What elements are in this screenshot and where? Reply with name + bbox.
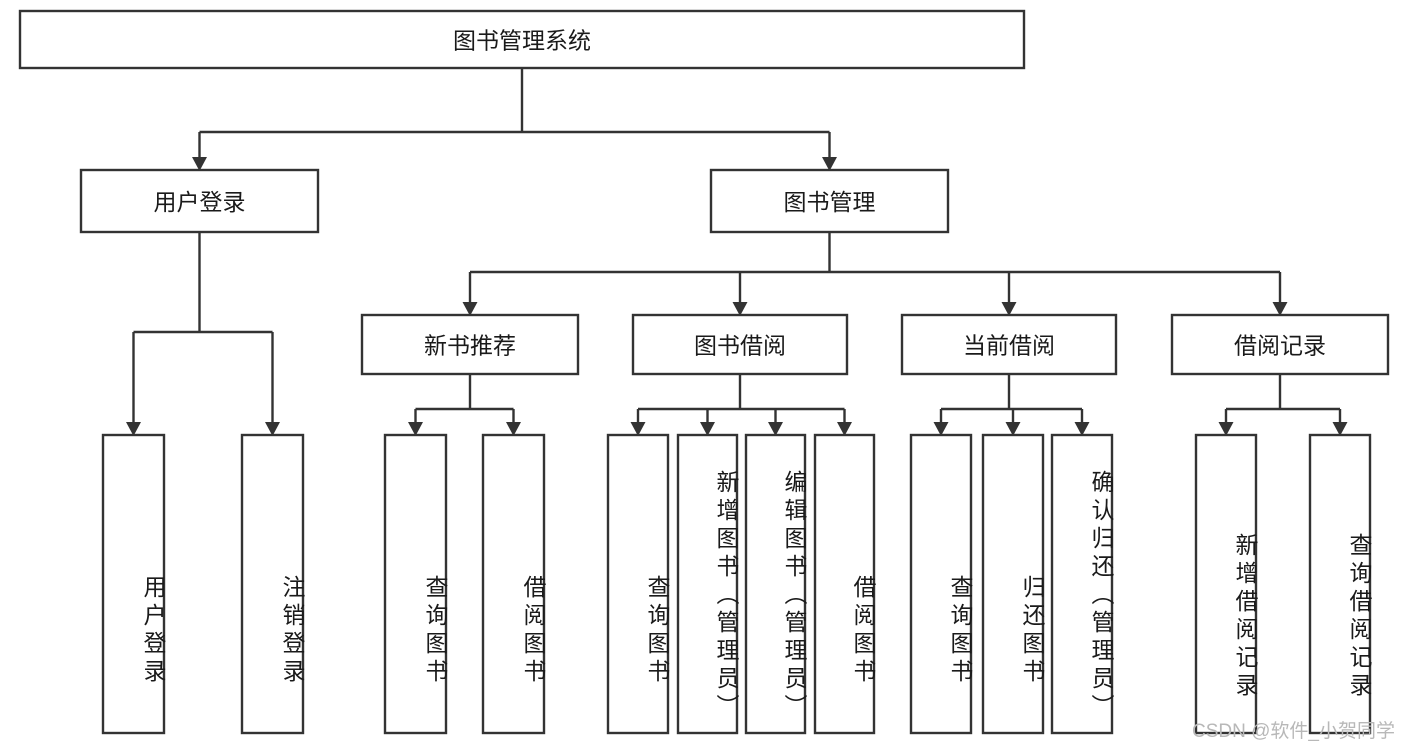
node-label-user-login: 用户登录 bbox=[154, 189, 246, 215]
node-book-management[interactable] bbox=[709, 168, 950, 234]
node-leaf-query-borrow-record[interactable] bbox=[1308, 433, 1372, 735]
node-label-root: 图书管理系统 bbox=[453, 28, 591, 54]
node-leaf-return-book[interactable] bbox=[981, 433, 1045, 735]
node-current-borrow[interactable] bbox=[900, 313, 1118, 376]
connector-book-borrow-to-leaves bbox=[630, 374, 852, 436]
node-leaf-user-login[interactable] bbox=[101, 433, 166, 735]
connector-book-management-to-level3 bbox=[462, 232, 1288, 316]
csdn-watermark: CSDN @软件_小贺同学 bbox=[1192, 721, 1395, 742]
connector-new-book-recommend-to-leaves bbox=[408, 374, 521, 436]
node-leaf-query-book-borrow[interactable] bbox=[606, 433, 670, 735]
node-leaf-borrow-book[interactable] bbox=[813, 433, 876, 735]
node-borrow-record[interactable] bbox=[1170, 313, 1390, 376]
connector-layer bbox=[126, 68, 1348, 436]
connector-borrow-record-to-leaves bbox=[1218, 374, 1348, 436]
node-label-borrow-record: 借阅记录 bbox=[1234, 333, 1326, 359]
node-label-current-borrow: 当前借阅 bbox=[963, 333, 1055, 359]
node-leaf-query-book-recommend[interactable] bbox=[383, 433, 448, 735]
connector-root-to-level2 bbox=[192, 68, 837, 171]
node-leaf-borrow-book-recommend[interactable] bbox=[481, 433, 546, 735]
node-label-book-management: 图书管理 bbox=[784, 189, 876, 215]
node-leaf-edit-book-admin[interactable] bbox=[744, 433, 807, 735]
node-leaf-query-book-current[interactable] bbox=[909, 433, 973, 735]
node-book-borrow[interactable] bbox=[631, 313, 849, 376]
connector-user-login-to-leaves bbox=[126, 232, 280, 436]
node-root[interactable] bbox=[18, 9, 1026, 70]
node-leaf-confirm-return-admin[interactable] bbox=[1050, 433, 1114, 735]
node-new-book-recommend[interactable] bbox=[360, 313, 580, 376]
node-user-login[interactable] bbox=[79, 168, 320, 234]
node-label-book-borrow: 图书借阅 bbox=[694, 333, 786, 359]
node-leaf-add-book-admin[interactable] bbox=[676, 433, 739, 735]
node-leaf-user-logout[interactable] bbox=[240, 433, 305, 735]
node-leaf-add-borrow-record[interactable] bbox=[1194, 433, 1258, 735]
connector-current-borrow-to-leaves bbox=[933, 374, 1090, 436]
node-label-new-book-recommend: 新书推荐 bbox=[424, 333, 516, 359]
